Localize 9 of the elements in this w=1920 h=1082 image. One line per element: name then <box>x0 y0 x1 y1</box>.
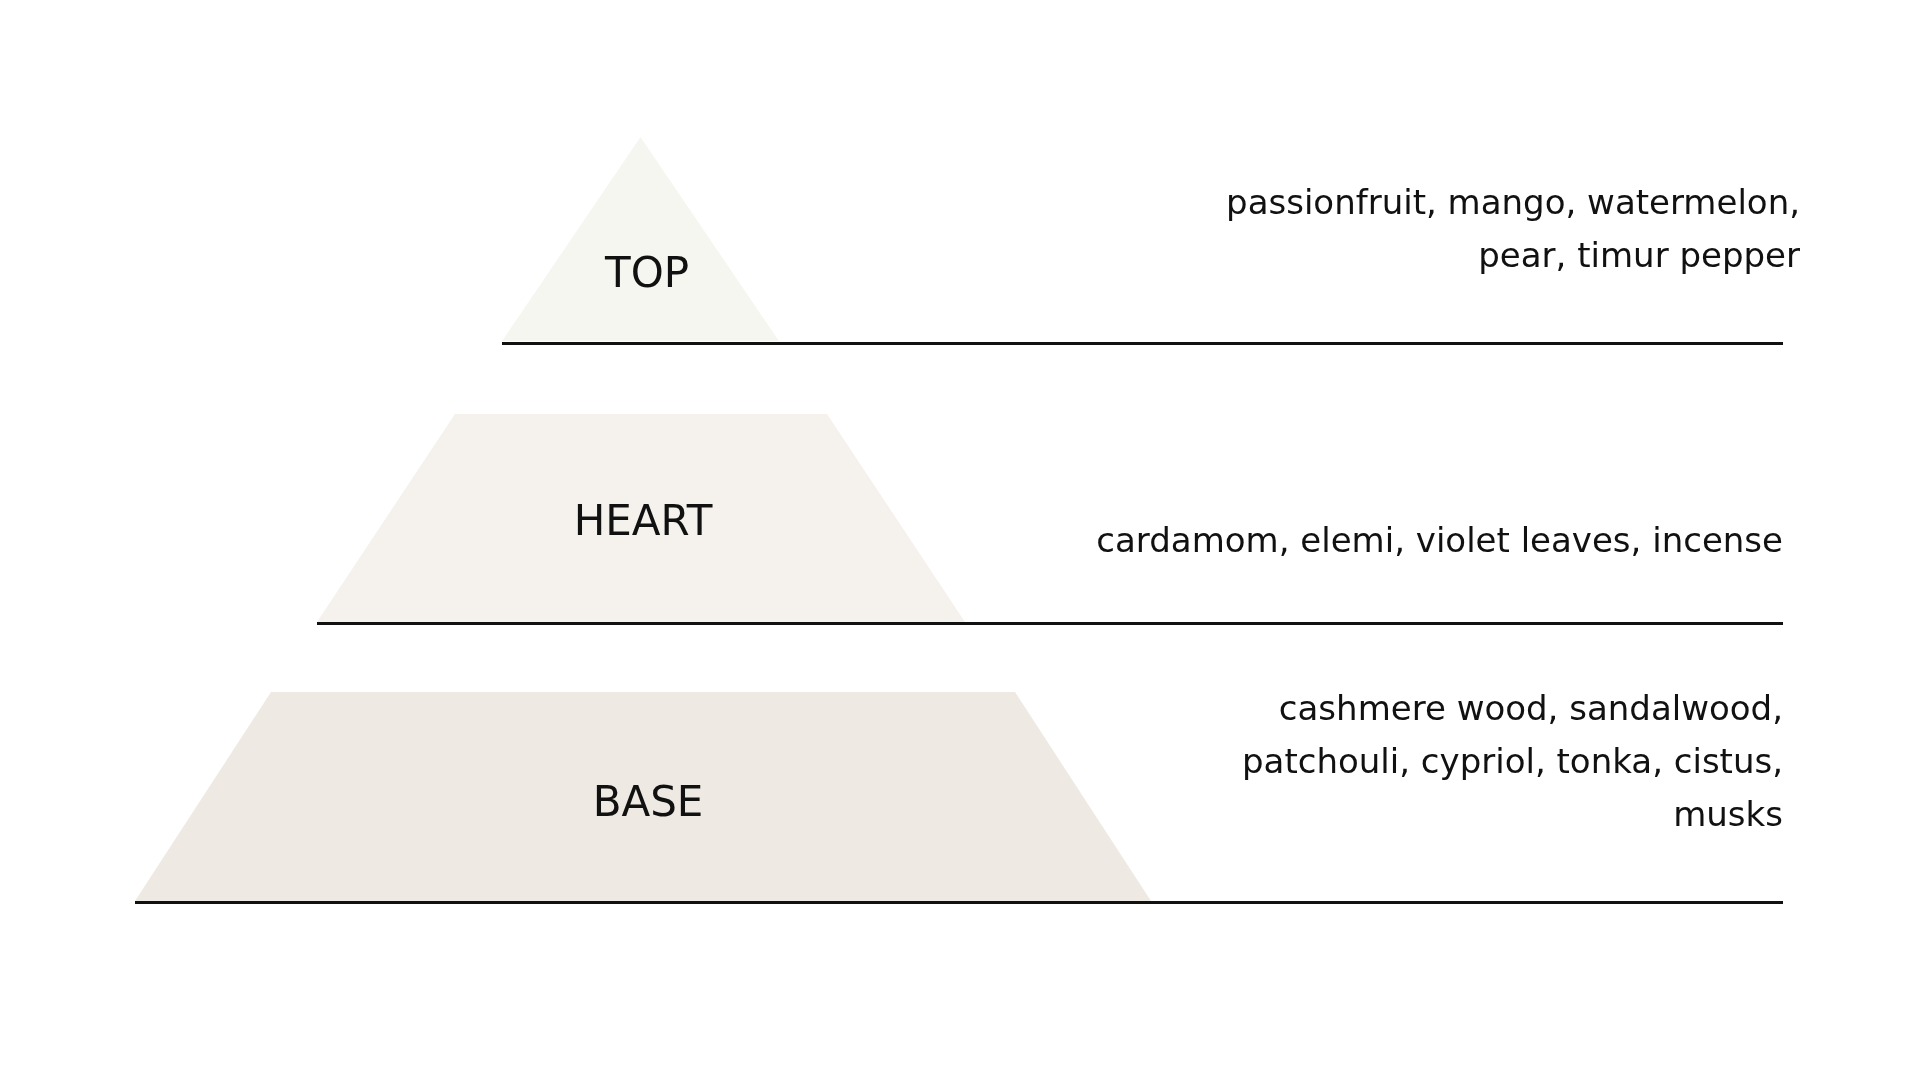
notes-text: cardamom, elemi, violet leaves, incense <box>1095 519 1783 562</box>
pyramid-tier-trapezoid <box>135 692 1151 901</box>
tier-label: BASE <box>592 776 704 826</box>
tier-label: TOP <box>605 247 689 297</box>
notes-text: passionfruit, mango, watermelon, pear, timur pepper <box>1225 181 1800 277</box>
pyramid-tier-trapezoid <box>317 414 965 622</box>
pyramid-top-triangle <box>502 137 779 341</box>
notes-text: cashmere wood, sandalwood, patchouli, cypriol, tonka, cistus, musks <box>1241 687 1783 836</box>
tier-label: HEART <box>573 495 713 545</box>
